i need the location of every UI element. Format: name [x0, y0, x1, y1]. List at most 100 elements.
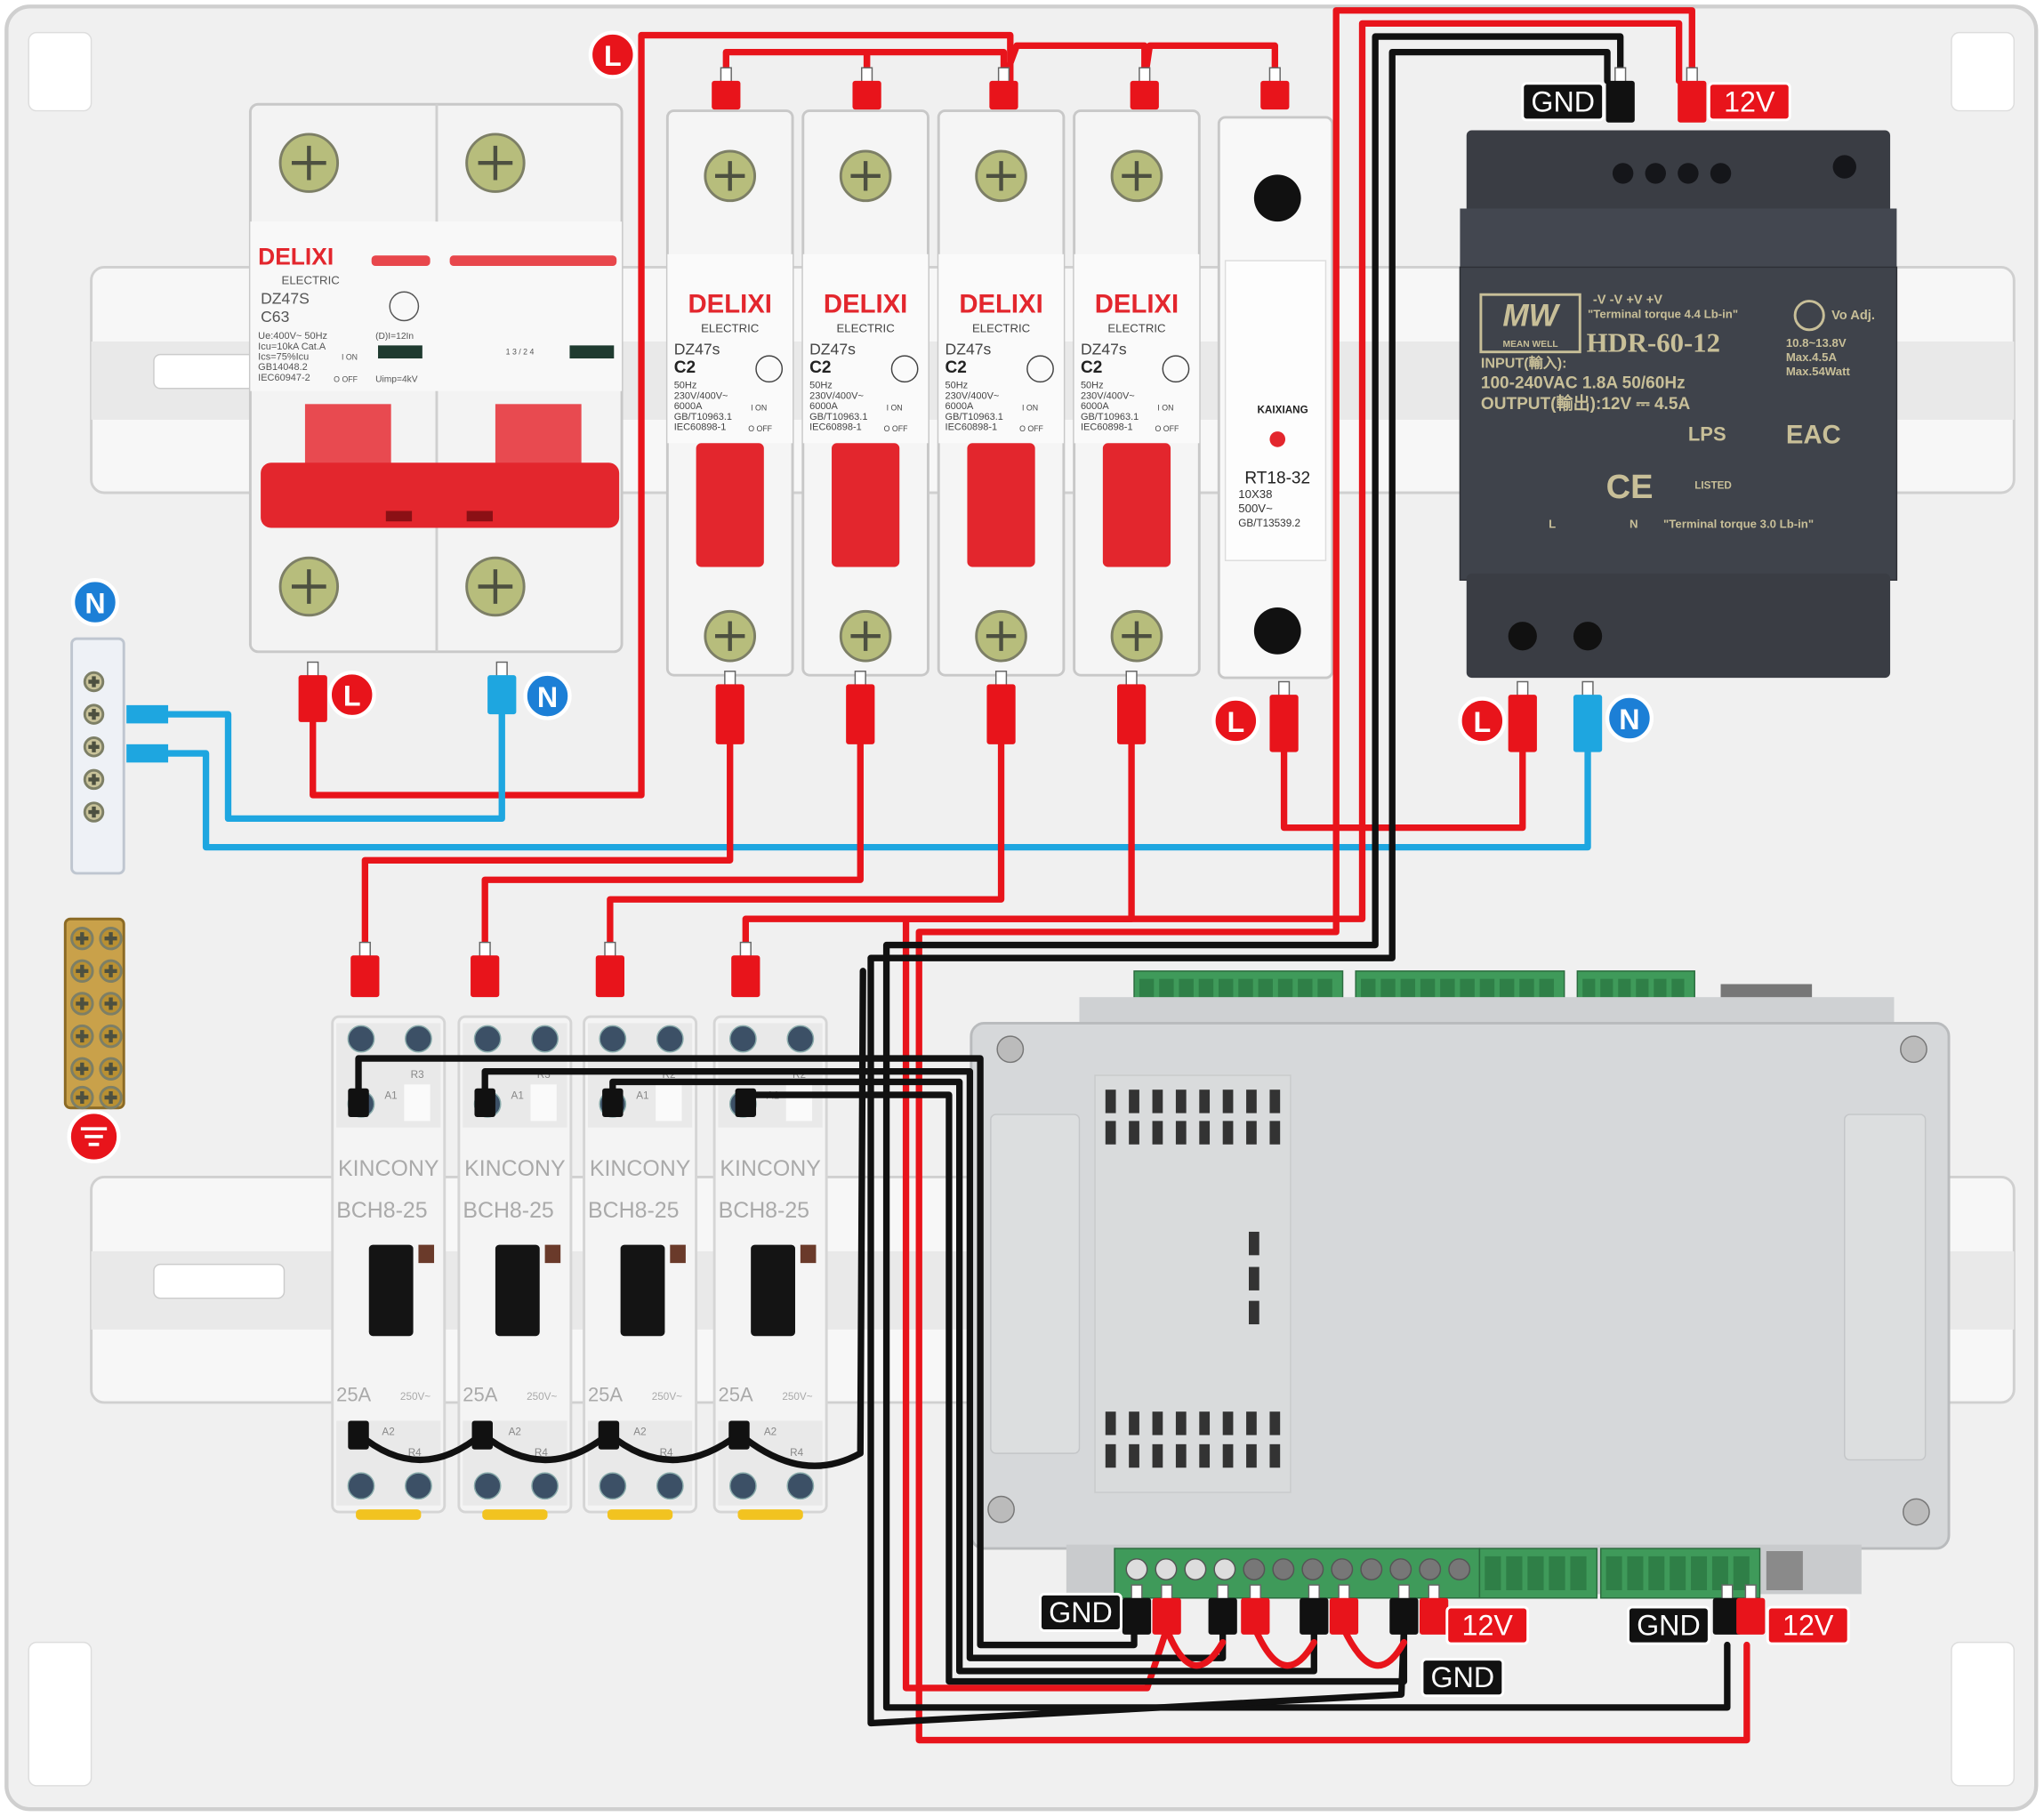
- vent-slot: [1199, 1121, 1211, 1145]
- spec-line: 230V/400V~: [674, 390, 728, 401]
- logo-sub: MEAN WELL: [1503, 340, 1558, 350]
- breaker-handle[interactable]: [261, 404, 620, 528]
- ccc-cert-icon: [1162, 355, 1190, 383]
- line-wire-fuse-to-psu: [1280, 727, 1526, 832]
- manual-switch[interactable]: [495, 1244, 540, 1337]
- badge-label: N: [537, 681, 558, 713]
- vent-slot: [1269, 1443, 1281, 1468]
- wire-ferrule: [1152, 1584, 1181, 1635]
- terminal-screw-icon: [1184, 1558, 1207, 1580]
- brand-label: DELIXI: [1095, 290, 1179, 319]
- mcb-breaker: DELIXIELECTRICDZ47sC250Hz230V/400V~6000A…: [801, 109, 929, 677]
- wire-ferrule: [852, 67, 881, 110]
- wire-ferrule: [1208, 1584, 1237, 1635]
- terminal-screw-icon: [1110, 609, 1163, 663]
- terminal-screw-icon: [656, 1025, 684, 1053]
- voltage-adjust-knob[interactable]: [1793, 300, 1825, 332]
- terminal-screw-icon: [465, 556, 526, 617]
- line-badge: L: [1458, 696, 1507, 745]
- spec-line: 50Hz: [674, 381, 697, 391]
- model-label: DZ47s: [809, 341, 856, 358]
- terminal-screw-icon: [1253, 174, 1301, 222]
- lps-mark: LPS: [1688, 422, 1726, 445]
- rating-label: C2: [946, 358, 967, 377]
- ground-wire-psu-to-controller-inputs: [867, 48, 1611, 1727]
- terminal-screw-icon: [704, 149, 757, 203]
- manufacturer-sub-label: ELECTRIC: [1107, 322, 1166, 335]
- earth-terminal-bar: [63, 917, 125, 1110]
- vent-slot: [1246, 1089, 1257, 1114]
- breaker-handle[interactable]: [967, 443, 1035, 567]
- mounting-screw-icon: [1900, 1035, 1927, 1064]
- model-label: DZ47s: [674, 341, 720, 358]
- terminal-screw-icon: [99, 992, 123, 1016]
- terminal-screw-icon: [1710, 163, 1732, 184]
- wire-ferrule: [598, 1420, 620, 1450]
- brand-label: KINCONY: [464, 1156, 566, 1181]
- manual-switch[interactable]: [620, 1244, 665, 1337]
- mounting-slot: [28, 31, 93, 112]
- coil-a1-wire-to-controller: [355, 1055, 1138, 1649]
- vent-slot: [1246, 1443, 1257, 1468]
- mcb-breaker: DELIXIELECTRICDZ47sC250Hz230V/400V~6000A…: [937, 109, 1066, 677]
- wire-ferrule: [1329, 1584, 1359, 1635]
- line-badge: L: [1211, 696, 1260, 745]
- manual-switch[interactable]: [751, 1244, 795, 1337]
- wire-ferrule: [715, 671, 744, 744]
- rating-label: C2: [674, 358, 696, 377]
- terminal-labels: -V -V +V +V: [1593, 293, 1662, 307]
- output-spec: OUTPUT(輸出):12V ⎓ 4.5A: [1481, 393, 1691, 414]
- dc-jumper-wire: [1163, 1626, 1408, 1669]
- model-label: DZ47s: [1081, 341, 1127, 358]
- terminal-a2-label: A2: [764, 1427, 777, 1438]
- badge-label: L: [1473, 706, 1491, 738]
- off-label: O OFF: [884, 424, 908, 433]
- spec-line: IEC60898-1: [674, 422, 727, 433]
- mounting-screw-icon: [1902, 1498, 1930, 1526]
- vent-slot: [1105, 1089, 1116, 1114]
- breaker-handle[interactable]: [696, 443, 764, 567]
- terminal-screw-icon: [839, 149, 892, 203]
- line-jumper: [863, 48, 1008, 84]
- wire-ferrule: [986, 671, 1016, 744]
- wire-ferrule: [474, 1088, 495, 1117]
- wire-ferrule: [1712, 1584, 1742, 1635]
- breaker-handle[interactable]: [1102, 443, 1171, 567]
- terminal-r-label: R4: [408, 1447, 422, 1459]
- wire-ferrule: [1389, 1584, 1419, 1635]
- terminal-n-label: N: [1630, 518, 1638, 531]
- spec-line: 50Hz: [809, 381, 833, 391]
- terminal-screw-icon: [1253, 607, 1301, 655]
- terminal-a1-label: A1: [636, 1089, 648, 1101]
- terminal-a2-label: A2: [382, 1427, 394, 1438]
- vent-slot: [1246, 1121, 1257, 1145]
- wire-ferrule: [348, 1088, 369, 1117]
- spec-line: Ue:400V~ 50Hz: [258, 331, 327, 342]
- wire-ferrule: [1122, 1584, 1152, 1635]
- spec-line: GB/T10963.1: [946, 412, 1003, 422]
- gnd-tag: GND: [1521, 82, 1605, 122]
- terminal-screw-icon: [70, 1057, 94, 1081]
- terminal-screw-icon: [99, 1085, 123, 1110]
- vent-slot: [1222, 1411, 1234, 1435]
- breaker-handle[interactable]: [832, 443, 900, 567]
- wire-ferrule: [1300, 1584, 1329, 1635]
- mounting-screw-icon: [996, 1035, 1025, 1064]
- terminal-block: [1478, 1548, 1598, 1599]
- vent-slot: [1246, 1411, 1257, 1435]
- indicator-light: [1269, 431, 1286, 447]
- terminal-screw-icon: [70, 1085, 94, 1110]
- terminal-screw-icon: [70, 992, 94, 1016]
- wire-ferrule: [1605, 67, 1635, 123]
- coil-a1-wire-to-controller: [609, 1078, 1317, 1675]
- off-label: O OFF: [1155, 424, 1179, 433]
- mcb-breaker: DELIXIELECTRICDZ47sC250Hz230V/400V~6000A…: [1073, 109, 1201, 677]
- line-wire-mcb-to-contactor: [361, 727, 734, 975]
- manual-switch[interactable]: [368, 1244, 414, 1337]
- voltage-rating: 250V~: [652, 1391, 682, 1403]
- terminal-screw-icon: [1331, 1558, 1354, 1580]
- brand-label: KINCONY: [590, 1156, 691, 1181]
